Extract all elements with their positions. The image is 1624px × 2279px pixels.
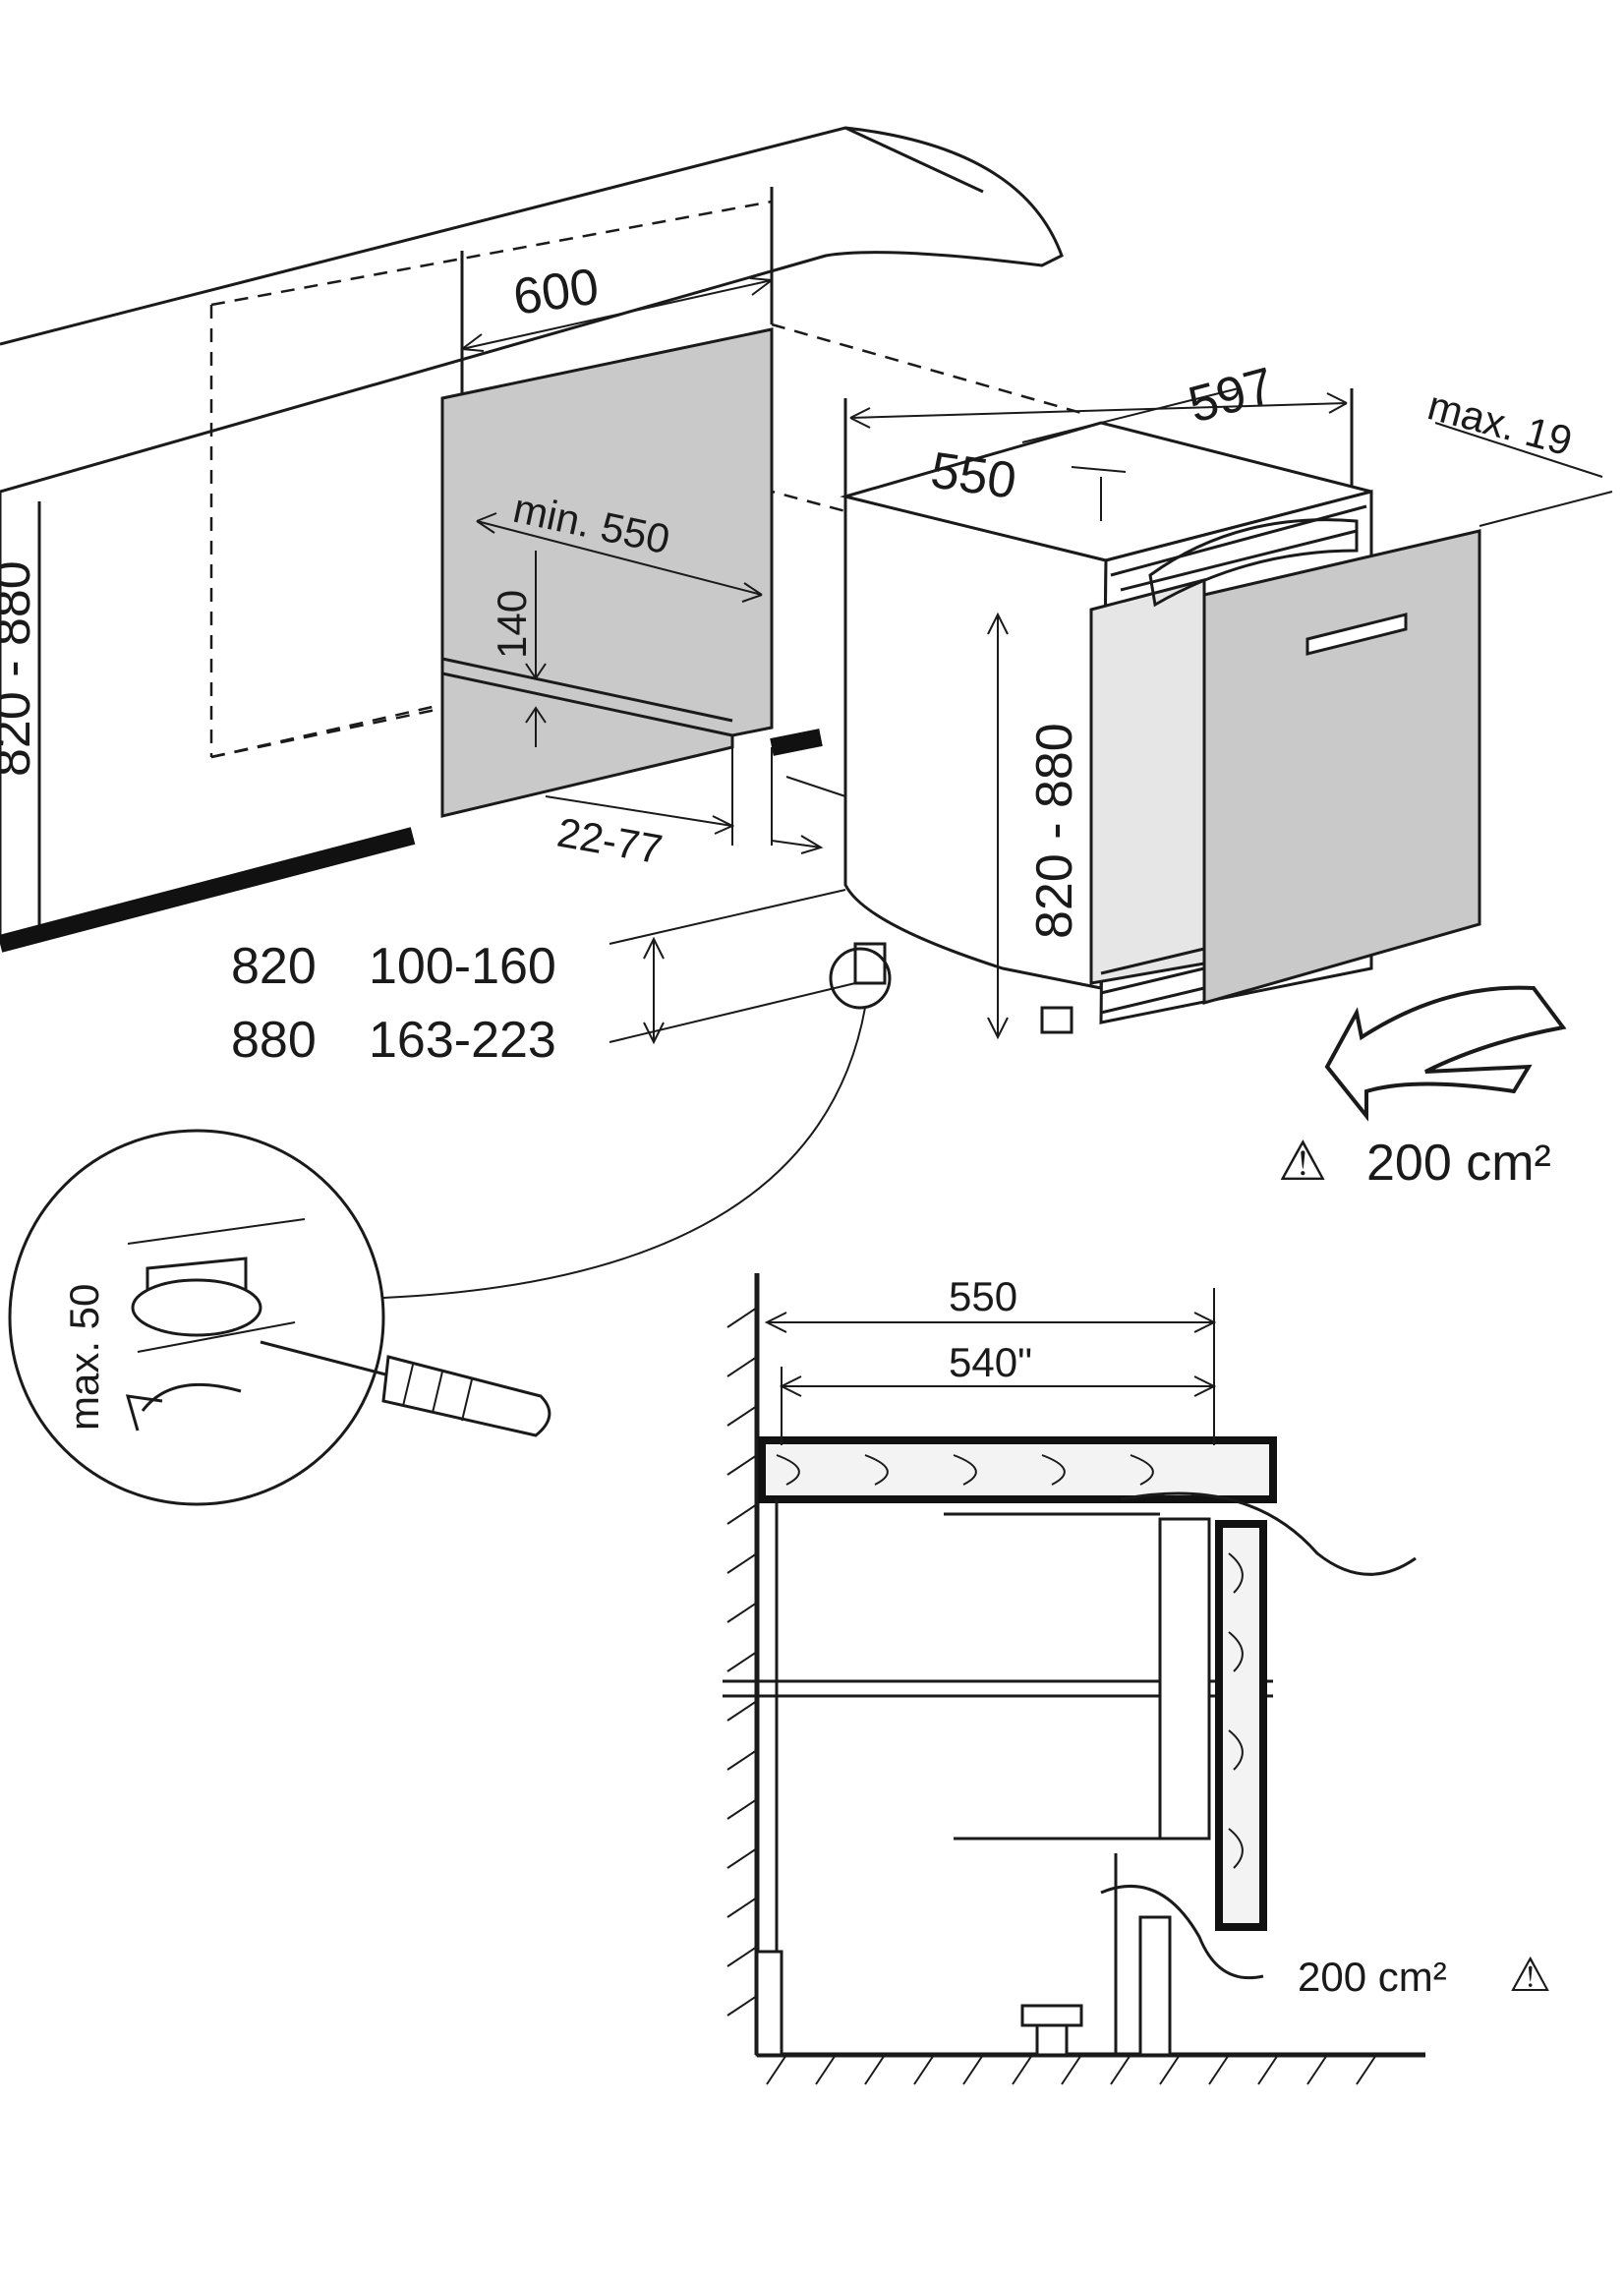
worktop xyxy=(0,126,1064,511)
dim-max-19 xyxy=(1434,422,1613,527)
ventilation-top-label: 200 cm² xyxy=(1366,1135,1551,1192)
dim-140 xyxy=(525,551,547,747)
niche-height-label: 820 - 880 xyxy=(0,560,41,777)
appliance-depth-label: 550 xyxy=(927,441,1019,510)
section-depth-outer-label: 550 xyxy=(949,1273,1017,1319)
section-depth-inner-label: 540" xyxy=(949,1339,1032,1385)
dim-600 xyxy=(460,187,774,393)
appliance-height-label: 820 - 880 xyxy=(1026,723,1083,939)
section-dim-540 xyxy=(779,1367,1217,1445)
niche-back-panel xyxy=(440,327,823,818)
plinth-row-2-height: 880 xyxy=(231,1012,317,1069)
appliance-feet xyxy=(853,942,1073,1034)
appliance-width-label: 597 xyxy=(1183,357,1280,434)
step-height-label: 140 xyxy=(489,590,535,659)
screwdriver-icon xyxy=(260,1340,551,1437)
section-dim-550 xyxy=(764,1288,1217,1445)
left-cabinet-wall xyxy=(0,501,416,953)
appliance-door xyxy=(1202,529,1481,1005)
dim-min-550 xyxy=(476,512,763,603)
plinth-row-1-range: 100-160 xyxy=(369,938,556,995)
foot-detail xyxy=(8,947,892,1506)
plinth-table: 820 100-160 880 163-223 xyxy=(231,889,856,1069)
foot-adjust-label: max. 50 xyxy=(61,1284,107,1431)
warning-icon-bottom: ⚠ xyxy=(1509,1950,1551,2002)
plinth-recess-label: 22-77 xyxy=(553,809,666,873)
niche-width-label: 600 xyxy=(510,258,603,326)
ventilation-bottom-label: 200 cm² xyxy=(1298,1954,1447,2000)
plinth-row-2-range: 163-223 xyxy=(369,1012,556,1069)
dim-597 xyxy=(843,388,1354,497)
dim-820-880 xyxy=(987,612,1009,1040)
airflow-arrow-icon xyxy=(1324,985,1567,1122)
dim-22-77 xyxy=(545,747,773,846)
door-thickness-label: max. 19 xyxy=(1423,381,1577,464)
section-diagram xyxy=(723,1273,1425,2085)
plinth-row-1-height: 820 xyxy=(231,938,317,995)
dim-550-appliance xyxy=(1021,387,1240,521)
warning-icon: ⚠ xyxy=(1278,1130,1327,1192)
